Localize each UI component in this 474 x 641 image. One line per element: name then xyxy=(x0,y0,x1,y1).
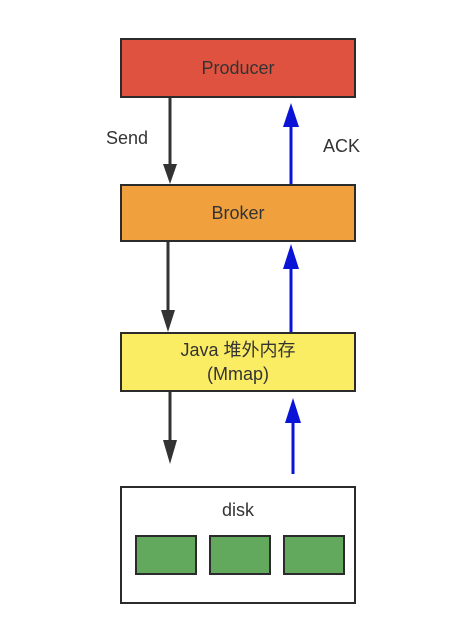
ack-arrowhead-3 xyxy=(285,398,301,423)
java-offheap-node: Java 堆外内存 (Mmap) xyxy=(120,332,356,392)
ack-arrowhead-1 xyxy=(283,103,299,127)
disk-block xyxy=(135,535,197,575)
producer-node: Producer xyxy=(120,38,356,98)
send-arrows xyxy=(161,98,177,464)
disk-label: disk xyxy=(221,500,254,520)
ack-edge-label: ACK xyxy=(323,136,361,156)
send-arrowhead-2 xyxy=(161,310,175,332)
send-arrowhead-3 xyxy=(163,440,177,464)
producer-label: Producer xyxy=(201,57,275,78)
ack-arrows xyxy=(283,103,301,474)
mmap-label: (Mmap) xyxy=(207,364,269,384)
send-edge-label: Send xyxy=(106,128,149,148)
send-arrowhead-1 xyxy=(163,164,177,184)
broker-node: Broker xyxy=(120,184,356,242)
disk-block xyxy=(283,535,345,575)
broker-label: Broker xyxy=(211,202,265,223)
java-offheap-label: Java 堆外内存 xyxy=(180,340,296,360)
disk-block xyxy=(209,535,271,575)
ack-arrowhead-2 xyxy=(283,244,299,269)
